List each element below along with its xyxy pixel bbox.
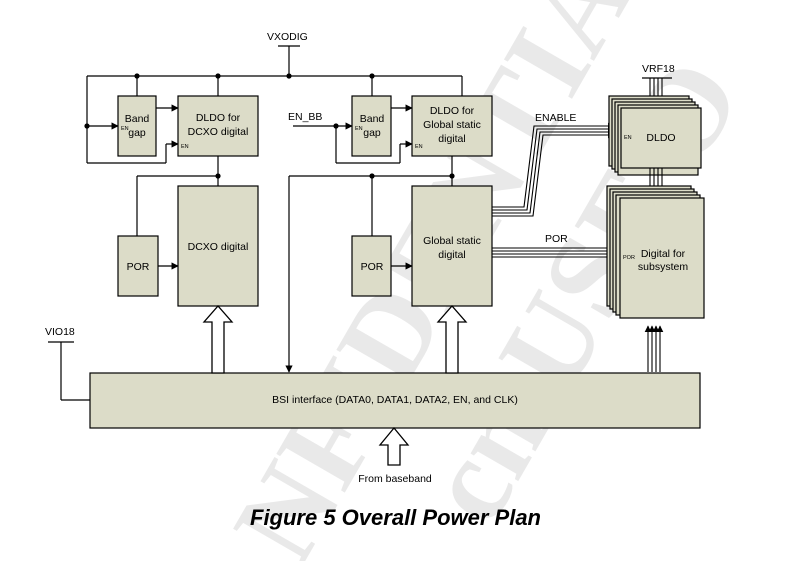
svg-text:DLDO for: DLDO for [196,112,241,124]
en-bb-label: EN_BB [288,111,322,123]
svg-text:DLDO: DLDO [646,132,675,144]
por-1-block: POR [117,235,159,297]
svg-text:DCXO digital: DCXO digital [188,241,249,253]
hollow-arrows [202,305,468,466]
svg-text:digital: digital [438,133,465,145]
enable-bus: ENABLE [492,112,615,217]
dldo-global-block: DLDO for Global static digital EN [411,95,493,157]
figure-caption: Figure 5 Overall Power Plan [250,505,541,530]
dldo-dcxo-block: DLDO for DCXO digital EN [177,95,259,157]
vxodig-label: VXODIG [267,31,308,43]
from-baseband-label: From baseband [358,473,432,485]
digital-subsystem-array: Digital for subsystem POR [606,185,705,319]
svg-text:EN: EN [181,144,189,150]
svg-text:BSI interface (DATA0, DATA1, D: BSI interface (DATA0, DATA1, DATA2, EN, … [272,394,518,406]
vrf18-label: VRF18 [642,63,675,75]
svg-text:gap: gap [128,127,146,139]
svg-text:Global static: Global static [423,235,481,247]
por-2-block: POR [351,235,392,297]
svg-text:POR: POR [127,261,150,273]
en-bb-input: EN_BB [288,104,413,164]
svg-text:EN: EN [121,126,129,132]
svg-text:digital: digital [438,249,465,261]
bsi-interface-block: BSI interface (DATA0, DATA1, DATA2, EN, … [89,372,701,429]
global-supply [285,156,455,373]
vio18-rail: VIO18 [45,326,90,401]
bsi-to-subsystem [644,325,664,372]
dcxo-digital-block: DCXO digital [177,185,259,307]
vio18-label: VIO18 [45,326,75,338]
bandgap-2: Band gap EN [351,95,392,157]
dcxo-supply [136,156,221,270]
enable-label: ENABLE [535,112,576,124]
svg-text:POR: POR [361,261,384,273]
svg-text:gap: gap [363,127,381,139]
svg-text:Global static: Global static [423,119,481,131]
svg-text:Digital for: Digital for [641,248,686,260]
svg-text:DLDO for: DLDO for [430,105,475,117]
dldo-array: DLDO EN [608,95,702,176]
svg-text:EN: EN [415,144,423,150]
dldo-to-subsystem [649,168,663,186]
vrf18-rail: VRF18 [642,63,675,96]
svg-text:EN: EN [355,126,363,132]
svg-text:Band: Band [360,113,385,125]
vxodig-rail: VXODIG [87,31,463,96]
svg-text:Band: Band [125,113,150,125]
por-label: POR [545,233,568,245]
svg-text:EN: EN [624,135,632,141]
global-static-block: Global static digital [411,185,493,307]
left-en-loop [84,76,179,164]
bandgap-1: Band gap EN [117,95,157,157]
svg-text:POR: POR [623,255,635,261]
por-bus: POR [492,233,617,261]
svg-text:subsystem: subsystem [638,261,688,273]
svg-text:DCXO digital: DCXO digital [188,126,249,138]
